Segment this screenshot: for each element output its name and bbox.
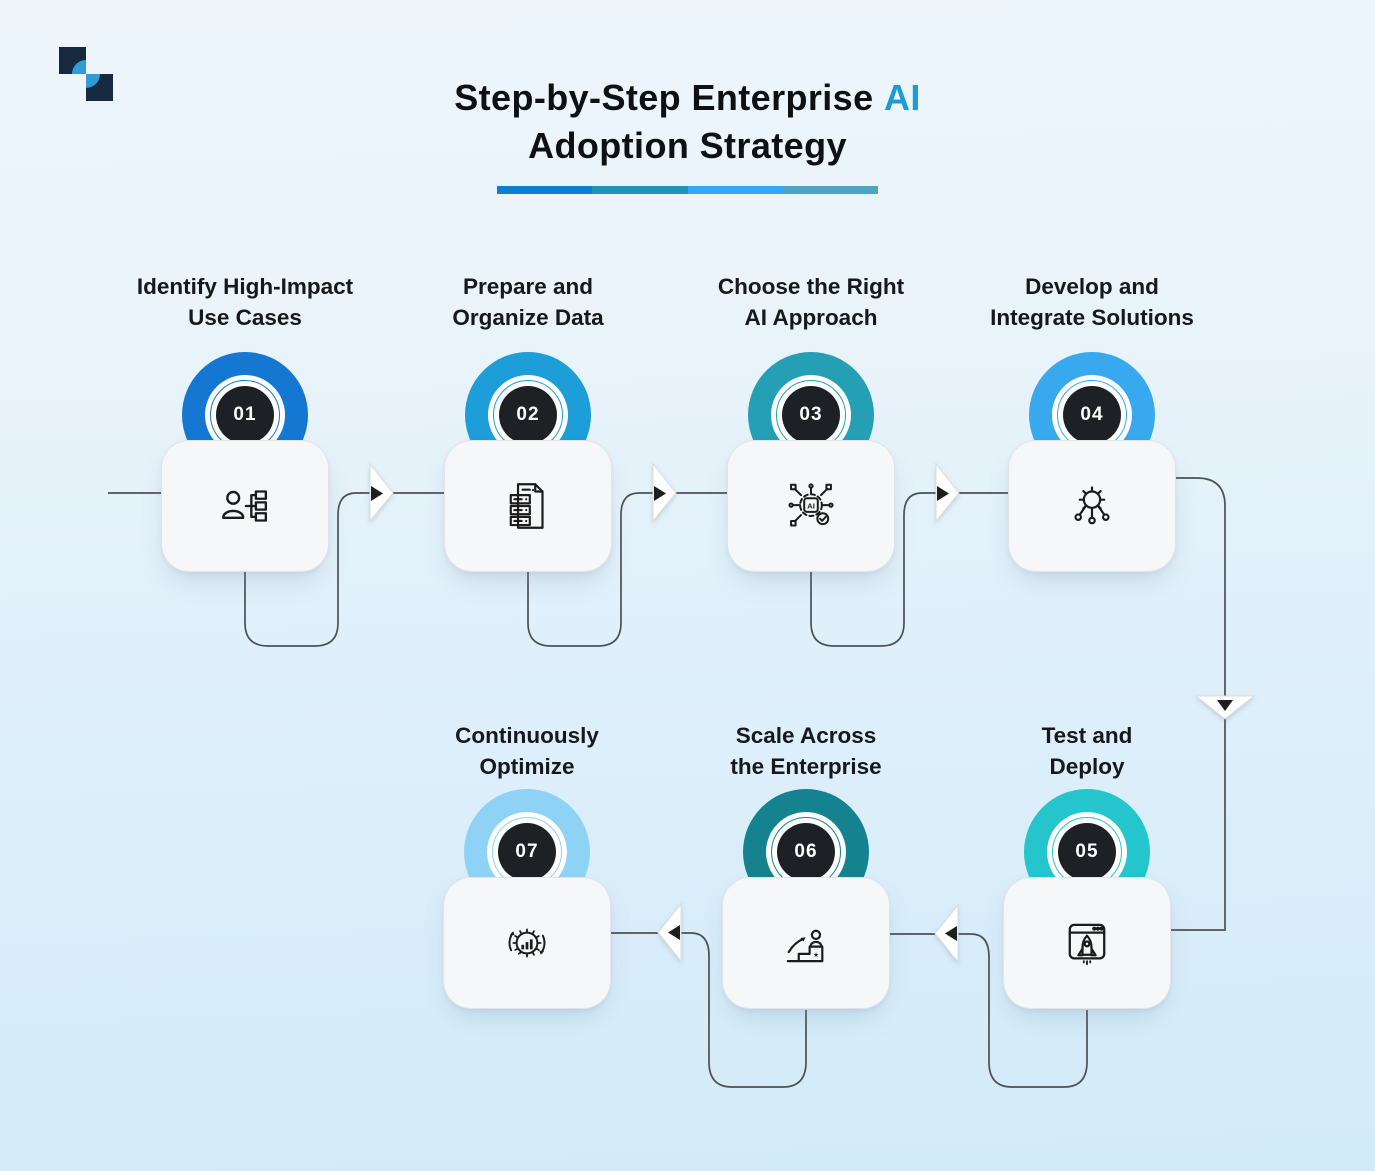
step-3-card: AI [727, 440, 895, 572]
step-5-card [1003, 877, 1171, 1009]
step-7-title: Continuously Optimize [379, 721, 675, 782]
step-number: 04 [1063, 386, 1121, 444]
step-2-title: Prepare and Organize Data [380, 272, 676, 333]
title-main-text: Step-by-Step Enterprise [454, 77, 874, 118]
connector-6-7 [680, 932, 807, 1088]
step-7: Continuously Optimize 07 [443, 723, 611, 1009]
arrowhead-icon [654, 486, 666, 501]
step-4-title: Develop and Integrate Solutions [944, 272, 1240, 333]
step-7-card [443, 877, 611, 1009]
badge-thin-ring: 05 [1052, 817, 1122, 887]
step-1: Identify High-Impact Use Cases 01 [137, 274, 353, 572]
badge-thin-ring: 04 [1057, 380, 1127, 450]
step-4-card [1008, 440, 1176, 572]
brand-logo [59, 47, 113, 104]
page-title-line1: Step-by-Step Enterprise AI [0, 74, 1375, 122]
step-title-line2: Optimize [479, 753, 575, 779]
svg-text:AI: AI [807, 501, 815, 510]
connector-2-3 [527, 492, 654, 647]
connector-4-5 [1171, 477, 1226, 931]
badge-thin-ring: 07 [492, 817, 562, 887]
underline-segment [497, 186, 593, 194]
step-5: Test and Deploy 05 [1003, 723, 1171, 1009]
svg-text:★: ★ [813, 952, 819, 959]
page-title: Step-by-Step Enterprise AI Adoption Stra… [0, 74, 1375, 169]
badge-thin-ring: 01 [210, 380, 280, 450]
step-6: Scale Across the Enterprise 06 ★ [722, 723, 890, 1009]
step-title-line1: Continuously [455, 723, 599, 748]
arrowhead-icon [371, 486, 383, 501]
step-number: 03 [782, 386, 840, 444]
arrowhead-icon [945, 926, 957, 941]
step-2: Prepare and Organize Data 02 [444, 274, 612, 572]
step-title-line2: Use Cases [188, 304, 302, 330]
badge-thin-ring: 06 [771, 817, 841, 887]
data-document-icon [509, 483, 544, 529]
connector-5-6 [957, 933, 1088, 1088]
step-2-card [444, 440, 612, 572]
step-title-line2: Deploy [1049, 753, 1125, 779]
step-title-line2: Organize Data [452, 304, 604, 330]
step-3: Choose the Right AI Approach 03 AI [718, 274, 904, 572]
step-title-line1: Identify High-Impact [136, 274, 354, 299]
underline-segment [687, 186, 783, 194]
growth-steps-icon: ★ [786, 929, 824, 963]
logo-square-bottom [86, 74, 113, 101]
page-title-line2: Adoption Strategy [528, 124, 847, 166]
logo-quarter-circle [72, 60, 86, 74]
step-title-line1: Develop and [1025, 274, 1159, 299]
gear-integration-icon [1074, 486, 1110, 525]
arrow-marker-right [935, 462, 960, 523]
step-title-line2: the Enterprise [730, 753, 882, 779]
step-1-card [161, 440, 329, 572]
arrowhead-icon [937, 486, 949, 501]
step-6-title: Scale Across the Enterprise [658, 721, 954, 782]
arrow-marker-right [369, 462, 394, 523]
arrowhead-icon [1217, 700, 1233, 711]
step-title-line1: Prepare and [462, 274, 594, 299]
logo-square-top [59, 47, 86, 74]
rocket-launch-icon [1068, 923, 1106, 966]
connector-1-2 [244, 492, 371, 647]
step-title-line2: AI Approach [744, 304, 878, 330]
ai-chip-check-icon: AI [788, 483, 834, 527]
step-6-card: ★ [722, 877, 890, 1009]
step-4: Develop and Integrate Solutions 04 [990, 274, 1194, 572]
step-title-line1: Scale Across [735, 723, 877, 748]
step-title-line1: Test and [1041, 723, 1133, 748]
underline-segment [782, 186, 878, 194]
connector-3-4 [810, 492, 937, 647]
arrowhead-icon [668, 925, 680, 940]
step-title-line2: Integrate Solutions [990, 304, 1194, 330]
step-1-title: Identify High-Impact Use Cases [97, 272, 393, 333]
step-number: 01 [216, 386, 274, 444]
step-title-line1: Choose the Right [717, 274, 905, 299]
optimize-gear-icon [508, 928, 546, 958]
step-number: 05 [1058, 823, 1116, 881]
title-accent-text: AI [883, 77, 921, 118]
step-number: 02 [499, 386, 557, 444]
step-number: 06 [777, 823, 835, 881]
title-underline-bar [497, 186, 878, 194]
underline-segment [592, 186, 688, 194]
user-hierarchy-icon [222, 490, 268, 522]
step-5-title: Test and Deploy [939, 721, 1235, 782]
badge-thin-ring: 03 [776, 380, 846, 450]
step-number: 07 [498, 823, 556, 881]
step-3-title: Choose the Right AI Approach [663, 272, 959, 333]
arrow-marker-right [652, 462, 677, 523]
